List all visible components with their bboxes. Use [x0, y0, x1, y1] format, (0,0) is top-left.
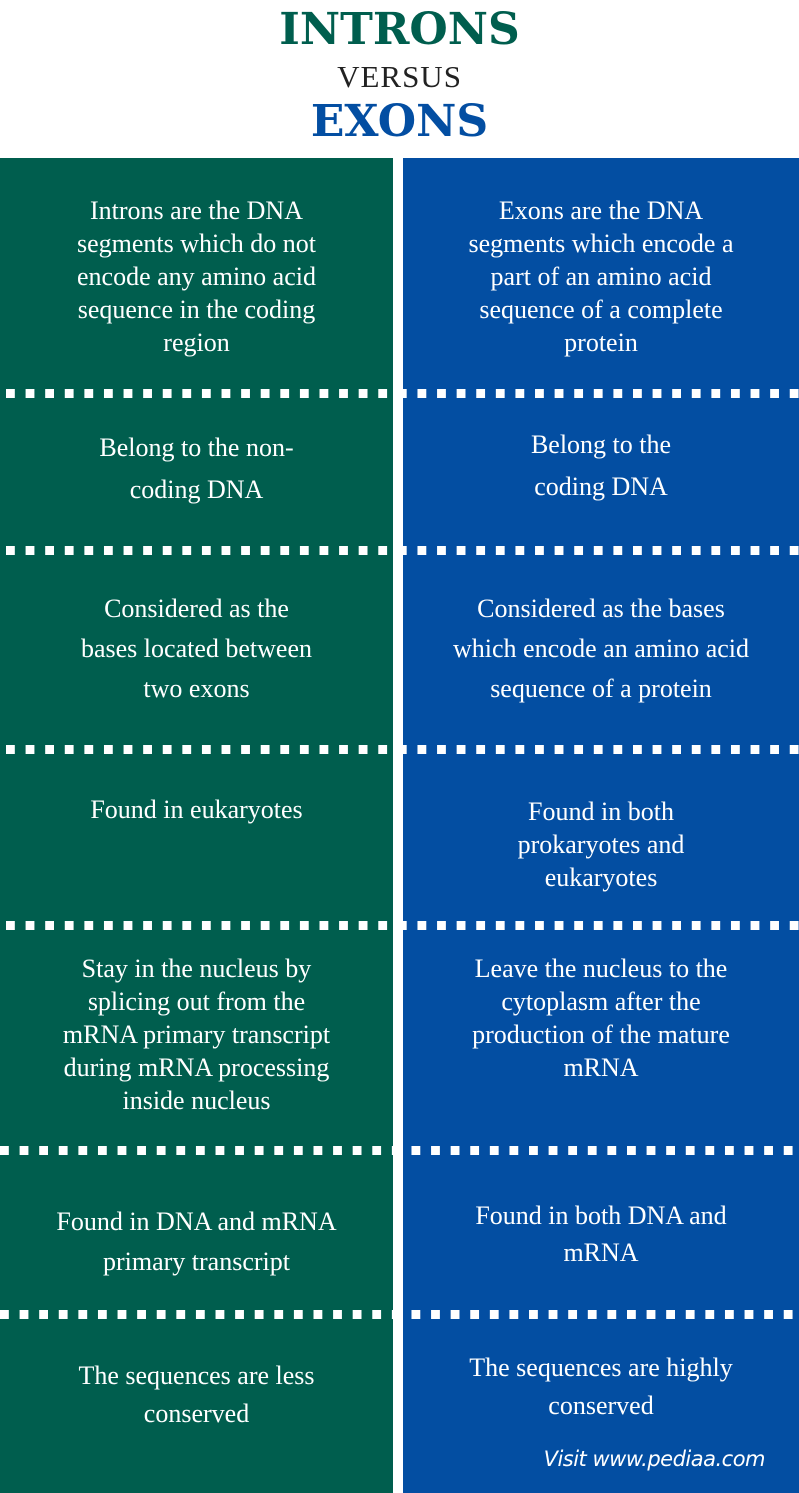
title-introns: INTRONS [279, 4, 520, 55]
introns-row-1: Introns are the DNA segments which do no… [76, 196, 317, 357]
introns-column: Introns are the DNA segments which do no… [0, 158, 393, 1493]
row-divider [0, 745, 799, 754]
introns-row-2: Belong to the non- coding DNA [99, 433, 294, 504]
exons-row-3: Considered as the bases which encode an … [453, 594, 749, 703]
row-divider [0, 1310, 799, 1319]
exons-row-2: Belong to the coding DNA [530, 430, 672, 501]
pediaa-link[interactable]: Visit www.pediaa.com [543, 1447, 766, 1471]
exons-row-1: Exons are the DNA segments which encode … [468, 196, 734, 357]
row-divider [0, 389, 799, 398]
row-divider [0, 921, 799, 930]
row-divider [0, 1146, 799, 1155]
introns-row-4: Found in eukaryotes [90, 795, 303, 824]
introns-row-3: Considered as the bases located between … [80, 594, 312, 703]
introns-row-5: Stay in the nucleus by splicing out from… [62, 954, 331, 1115]
column-gap [393, 158, 403, 1493]
row-divider [0, 546, 799, 555]
exons-row-6: Found in both DNA and mRNA [475, 1201, 727, 1267]
title-exons: EXONS [310, 96, 489, 147]
introns-row-7: The sequences are less conserved [78, 1361, 315, 1428]
exons-row-5: Leave the nucleus to the cytoplasm after… [472, 954, 730, 1082]
exons-row-4: Found in both prokaryotes and eukaryotes [517, 797, 685, 892]
introns-row-6: Found in DNA and mRNA primary transcript [56, 1207, 337, 1276]
exons-row-7: The sequences are highly conserved [469, 1353, 733, 1420]
title-versus: VERSUS [337, 59, 462, 94]
exons-column: Exons are the DNA segments which encode … [403, 158, 799, 1493]
header: INTRONS VERSUS EXONS [0, 0, 799, 158]
